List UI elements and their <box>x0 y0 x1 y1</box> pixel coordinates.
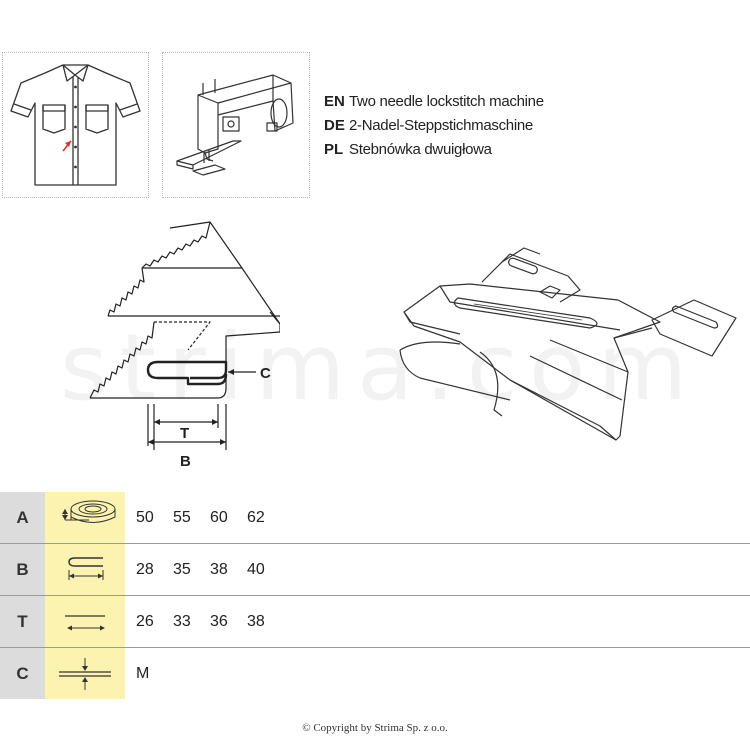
row-divider <box>0 543 750 544</box>
spec-value: 50 <box>136 508 154 526</box>
binding-fold-diagram: C T B <box>80 212 281 474</box>
spec-icon-cell <box>45 648 125 699</box>
shirt-icon <box>10 64 141 186</box>
spec-value: 28 <box>136 560 154 578</box>
spec-icon-cell <box>45 544 125 595</box>
spec-row-a: A 50 55 60 62 <box>0 492 750 544</box>
thickness-icon <box>59 658 111 690</box>
spec-row-t: T 26 33 36 38 <box>0 596 750 648</box>
spec-row-values: 26 33 36 38 <box>136 596 284 647</box>
spec-value: 36 <box>210 612 228 630</box>
spec-value: 38 <box>247 612 265 630</box>
label-t: T <box>180 425 189 442</box>
spec-value: 26 <box>136 612 154 630</box>
binder-attachment-drawing <box>390 240 750 470</box>
language-code: EN <box>324 93 345 110</box>
sewing-machine-illustration-box <box>162 52 310 198</box>
spec-value: 35 <box>173 560 191 578</box>
spec-row-values: 28 35 38 40 <box>136 544 284 595</box>
spec-value: 55 <box>173 508 191 526</box>
spec-value: 62 <box>247 508 265 526</box>
spec-value: 38 <box>210 560 228 578</box>
row-divider <box>0 647 750 648</box>
spec-row-label: C <box>0 648 45 699</box>
label-c: C <box>260 365 271 382</box>
spec-icon-cell <box>45 596 125 647</box>
tape-roll-width-icon <box>62 500 116 523</box>
spec-row-b: B 28 35 38 40 <box>0 544 750 596</box>
language-code: DE <box>324 117 345 134</box>
spec-row-label: A <box>0 492 45 543</box>
spec-icon-cell <box>45 492 125 543</box>
row-divider <box>0 595 750 596</box>
folded-width-icon <box>68 557 104 580</box>
spec-row-values: 50 55 60 62 <box>136 492 284 543</box>
sewing-machine-icon <box>176 74 294 176</box>
spec-value: M <box>136 664 150 682</box>
shirt-illustration-box <box>2 52 149 198</box>
spec-row-label: T <box>0 596 45 647</box>
spec-value: 60 <box>210 508 228 526</box>
spec-row-values: M <box>136 648 173 699</box>
language-code: PL <box>324 141 344 158</box>
language-text: Stebnówka dwuigłowa <box>349 141 492 158</box>
spec-row-c: C M <box>0 648 750 699</box>
spec-value: 40 <box>247 560 265 578</box>
label-b: B <box>180 453 191 470</box>
spec-row-label: B <box>0 544 45 595</box>
spec-value: 33 <box>173 612 191 630</box>
language-text: 2-Nadel-Steppstichmaschine <box>349 117 533 134</box>
language-line-pl: PL Stebnówka dwuigłowa <box>324 138 492 162</box>
copyright-notice: © Copyright by Strima Sp. z o.o. <box>302 722 448 734</box>
top-width-icon <box>65 615 105 631</box>
language-text: Two needle lockstitch machine <box>349 93 544 110</box>
